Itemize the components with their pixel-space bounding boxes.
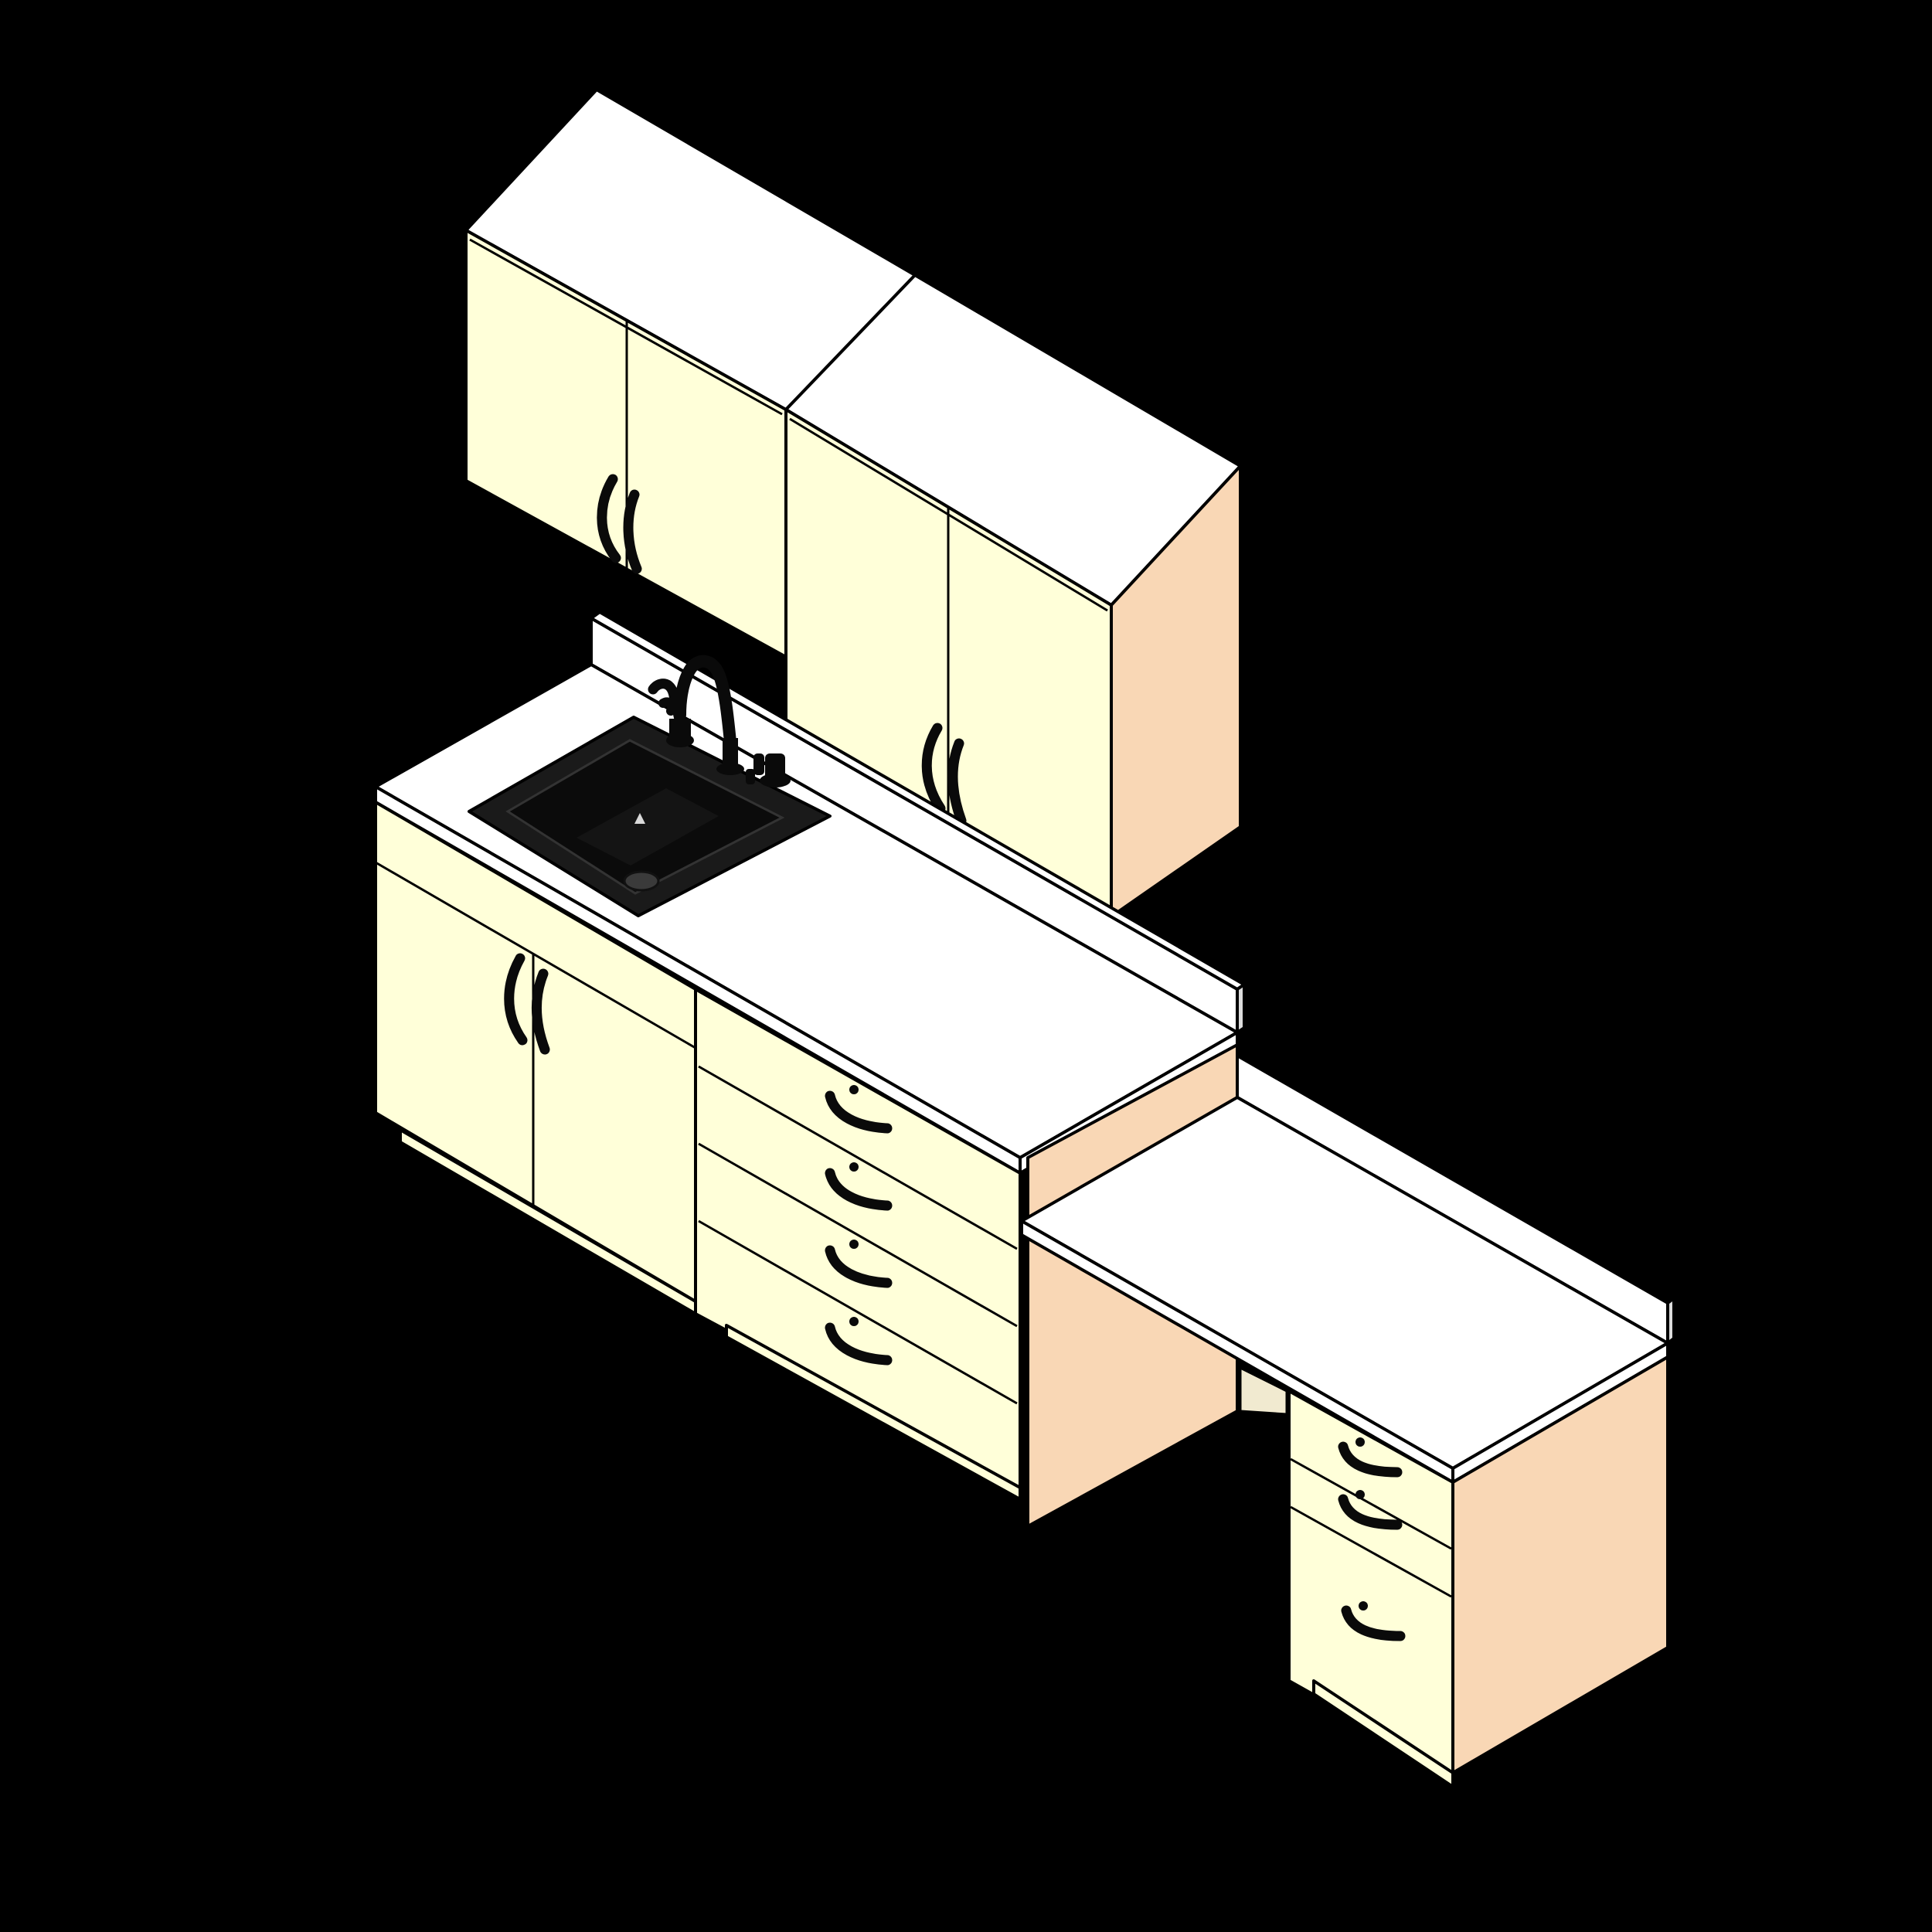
faucet-right-handle-icon[interactable] <box>765 753 785 780</box>
drain-icon <box>623 870 660 892</box>
pedestal-drawer-1-handle[interactable] <box>1338 1441 1403 1478</box>
drawer-4-handle[interactable] <box>825 1322 893 1366</box>
sink-base-right-door-handle[interactable] <box>532 968 550 1055</box>
drawer-3-handle[interactable] <box>825 1245 893 1288</box>
upper-right-door-left-handle[interactable] <box>921 723 946 814</box>
pedestal-cabinet <box>1287 1355 1669 1788</box>
pedestal-drawer-3-handle[interactable] <box>1341 1605 1406 1641</box>
faucet[interactable] <box>648 655 791 787</box>
pedestal-drawer-2-handle[interactable] <box>1338 1494 1403 1530</box>
sink-base-left-door-handle[interactable] <box>504 953 528 1046</box>
upper-cabinet-right <box>784 274 1242 918</box>
desk <box>1020 1043 1675 1528</box>
drawer-1-handle[interactable] <box>825 1090 893 1134</box>
upper-right-door-right-handle[interactable] <box>947 738 967 826</box>
upper-left-door-right-handle[interactable] <box>623 489 642 574</box>
drawing-layer <box>374 88 1675 1788</box>
upper-cabinet-left <box>464 88 917 658</box>
drawer-2-handle[interactable] <box>825 1168 893 1211</box>
sink <box>468 716 832 917</box>
drawer-base-cabinet <box>694 988 1022 1501</box>
upper-cabinet-right-side <box>1110 464 1242 918</box>
upper-left-door-left-handle[interactable] <box>597 474 621 563</box>
faucet-left-handle-icon[interactable] <box>648 679 685 743</box>
